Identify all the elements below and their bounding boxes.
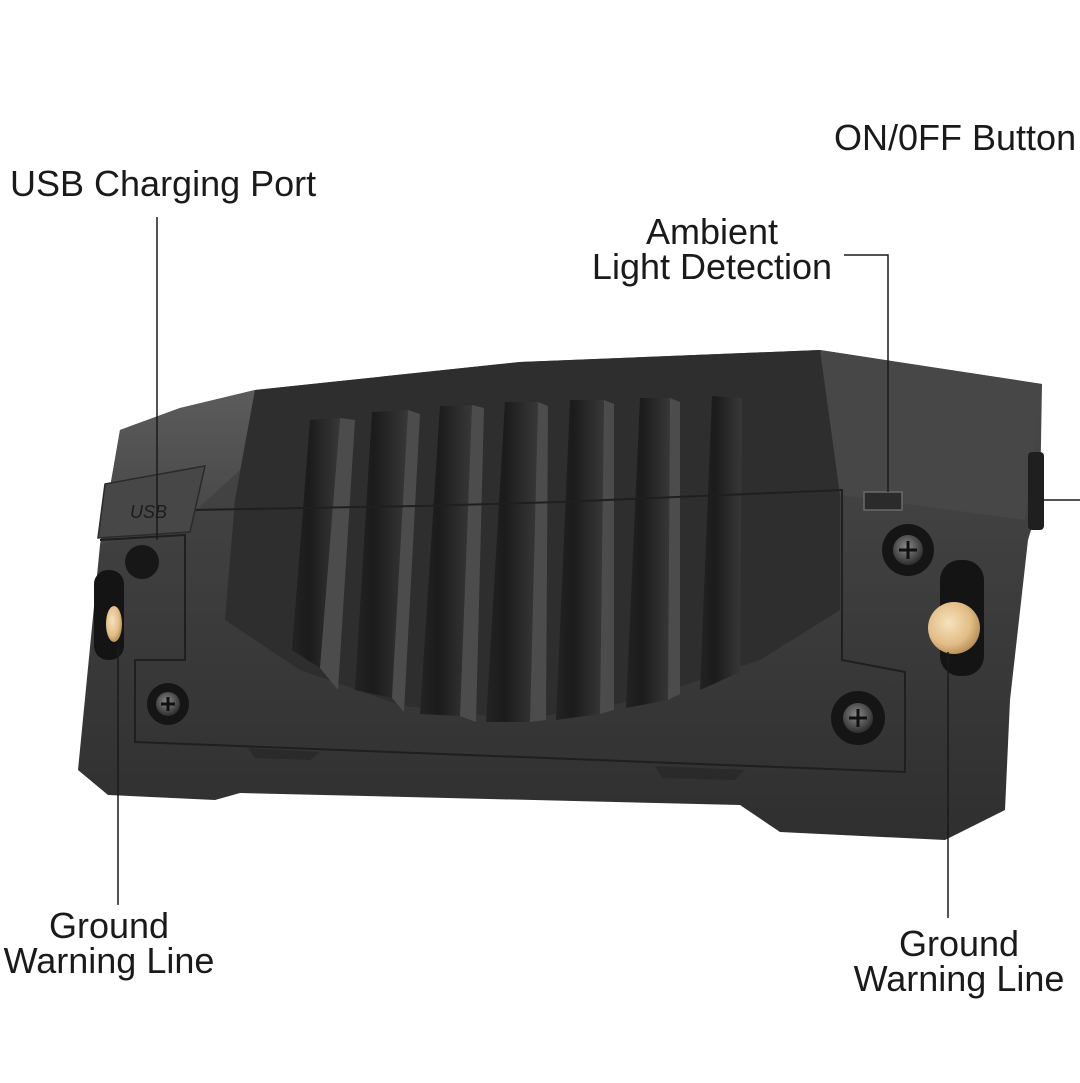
usb-panel <box>97 465 206 539</box>
leader-ambient <box>844 254 889 492</box>
ambient-label-line-2: Light Detection <box>591 246 833 287</box>
screw-bottom-left <box>147 683 189 725</box>
usb-engraving: USB <box>130 502 167 522</box>
foot-right <box>655 766 745 780</box>
usb-charging-port-label: USB Charging Port <box>10 163 317 204</box>
ambient-sensor-window <box>863 491 903 511</box>
ground-right-line-2: Warning Line <box>853 958 1065 999</box>
ambient-light-detection-label: Ambient Light Detection <box>586 211 838 287</box>
ground-warning-line-right-label: Ground Warning Line <box>848 923 1070 999</box>
screw-top-right <box>882 524 934 576</box>
right-ground-sensor <box>928 602 980 654</box>
ground-left-line-2: Warning Line <box>3 940 215 981</box>
ground-right-line-1: Ground <box>898 923 1020 964</box>
on-off-button-shape <box>1028 452 1044 530</box>
cooling-fins <box>292 396 742 722</box>
screw-bottom-right <box>831 691 885 745</box>
ground-warning-line-left-label: Ground Warning Line <box>0 905 222 981</box>
foot-left <box>248 748 320 760</box>
leader-lines <box>117 217 1080 918</box>
usb-port <box>125 545 159 579</box>
seam-line <box>99 488 906 774</box>
on-off-button-label: ON/0FF Button <box>834 117 1077 158</box>
left-ground-sensor <box>106 606 122 642</box>
ground-left-line-1: Ground <box>48 905 170 946</box>
ambient-label-line-1: Ambient <box>645 211 779 252</box>
device-top-right <box>820 350 1042 520</box>
